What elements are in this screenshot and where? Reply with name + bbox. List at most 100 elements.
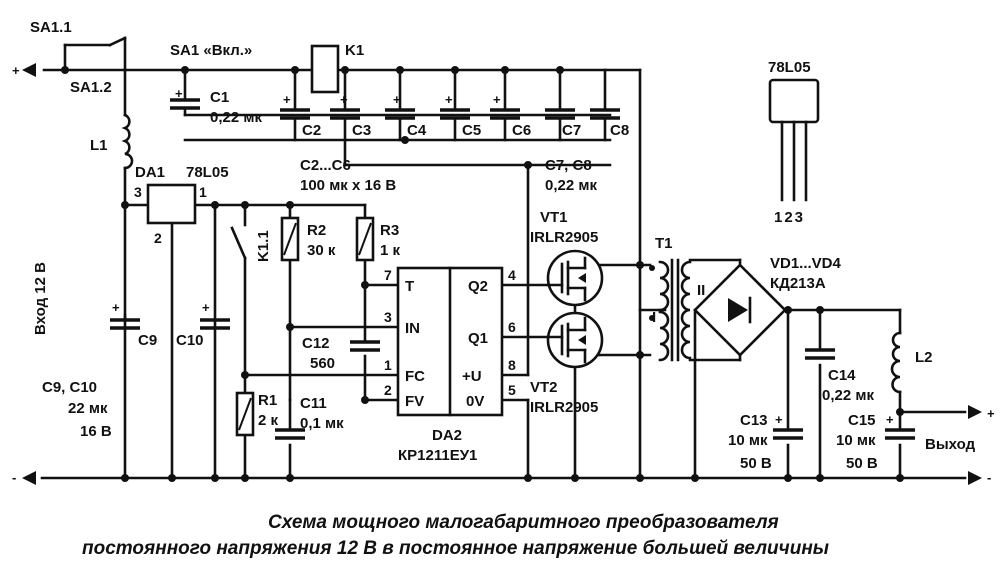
svg-text:8: 8: [508, 357, 516, 373]
svg-text:2: 2: [154, 230, 162, 246]
label-c2c6: C2...C6: [300, 157, 351, 174]
label-k1: K1: [345, 42, 364, 59]
label-c15-value1: 10 мк: [836, 432, 876, 449]
label-l2: L2: [915, 349, 933, 366]
label-c12: C12: [302, 335, 330, 352]
label-t1-winding2: II: [697, 282, 705, 299]
label-c11-value: 0,1 мк: [300, 415, 344, 432]
k11-contact: [230, 226, 247, 260]
label-t1: T1: [655, 235, 673, 252]
label-c4: C4: [407, 122, 427, 139]
svg-text:3: 3: [384, 309, 392, 325]
svg-text:Q2: Q2: [468, 278, 488, 295]
output-minus-arrow: [968, 471, 982, 485]
da2-pin-labels: T IN FC FV Q2 Q1 +U 0V 7 3 1 2 4 6 8 5: [384, 267, 516, 410]
svg-text:0V: 0V: [466, 393, 484, 410]
svg-text:+: +: [493, 92, 501, 107]
label-c3: C3: [352, 122, 371, 139]
label-c13: C13: [740, 412, 768, 429]
svg-text:5: 5: [508, 382, 516, 398]
label-c9c10: C9, C10: [42, 379, 97, 396]
label-r3: R3: [380, 222, 399, 239]
svg-text:2: 2: [384, 382, 392, 398]
label-input-minus: -: [12, 470, 16, 485]
vt2-mosfet: [546, 311, 604, 369]
label-c13-value2: 50 В: [740, 455, 772, 472]
svg-text:+: +: [445, 92, 453, 107]
label-input-12v: Вход 12 В: [32, 262, 49, 335]
input-plus-arrow: [22, 63, 36, 77]
k1-relay-coil: [310, 44, 340, 94]
svg-text:+U: +U: [462, 368, 482, 385]
label-vt1: VT1: [540, 209, 568, 226]
svg-text:IN: IN: [405, 320, 420, 337]
label-output: Выход: [925, 436, 976, 453]
label-r3-value: 1 к: [380, 242, 401, 259]
label-c13-value1: 10 мк: [728, 432, 768, 449]
da2-ic: [396, 266, 504, 417]
label-c14: C14: [828, 367, 856, 384]
svg-text:+: +: [393, 92, 401, 107]
label-vd-type: КД213А: [770, 275, 826, 292]
vd-diode-bridge: [693, 263, 787, 357]
svg-text:1: 1: [384, 357, 392, 373]
svg-text:FV: FV: [405, 393, 424, 410]
label-da2-type: КР1211ЕУ1: [398, 447, 477, 464]
da1-regulator: [146, 183, 197, 225]
svg-text:+: +: [202, 300, 210, 315]
label-r2-value: 30 к: [307, 242, 336, 259]
sa1-switch: [61, 36, 127, 74]
svg-text:+: +: [775, 412, 783, 427]
label-sa1-on: SA1 «Вкл.»: [170, 42, 252, 59]
svg-text:1: 1: [199, 184, 207, 200]
label-r2: R2: [307, 222, 326, 239]
label-output-plus: +: [987, 406, 995, 421]
label-c2c6-value: 100 мк x 16 В: [300, 177, 396, 194]
svg-text:Q1: Q1: [468, 330, 488, 347]
label-da2: DA2: [432, 427, 462, 444]
label-da1-type: 78L05: [186, 164, 229, 181]
svg-text:FC: FC: [405, 368, 425, 385]
label-output-minus: -: [987, 470, 991, 485]
vt1-mosfet: [546, 249, 604, 307]
label-c6: C6: [512, 122, 531, 139]
label-c12-value: 560: [310, 355, 335, 372]
label-c9: C9: [138, 332, 157, 349]
resistors: [235, 216, 375, 437]
svg-text:6: 6: [508, 319, 516, 335]
label-c7c8-value: 0,22 мк: [545, 177, 597, 194]
svg-text:+: +: [112, 300, 120, 315]
label-sa11: SA1.1: [30, 19, 72, 36]
label-c9c10-value1: 22 мк: [68, 400, 108, 417]
label-vd: VD1...VD4: [770, 255, 842, 272]
label-pkg-title: 78L05: [768, 59, 811, 76]
label-c10: C10: [176, 332, 204, 349]
output-filter: [773, 331, 915, 440]
caption: Схема мощного малогабаритного преобразов…: [82, 512, 829, 559]
capacitor-bank: [170, 68, 620, 167]
label-t1-winding1: I: [652, 309, 656, 326]
label-c1-value: 0,22 мк: [210, 109, 262, 126]
svg-text:+: +: [886, 412, 894, 427]
caption-line-2: постоянного напряжения 12 В в постоянное…: [82, 538, 829, 559]
c9-c10-capacitors: [110, 313, 230, 330]
label-c15: C15: [848, 412, 876, 429]
c11-c12-capacitors: [275, 340, 380, 440]
label-input-plus: +: [12, 63, 20, 78]
svg-text:+: +: [283, 92, 291, 107]
labels: SA1.1 SA1.2 SA1 «Вкл.» K1 C1 0,22 мк C2 …: [12, 19, 995, 485]
svg-text:+: +: [340, 92, 348, 107]
output-plus-arrow: [968, 405, 982, 419]
label-c9c10-value2: 16 В: [80, 423, 112, 440]
svg-text:+: +: [175, 86, 183, 101]
label-c11: C11: [300, 395, 327, 412]
svg-text:T: T: [405, 278, 414, 295]
label-c5: C5: [462, 122, 481, 139]
label-vt2: VT2: [530, 379, 558, 396]
label-r1: R1: [258, 392, 277, 409]
label-k11: K1.1: [255, 230, 272, 262]
label-pkg-pins: 123: [774, 209, 805, 226]
label-sa12: SA1.2: [70, 79, 112, 96]
label-r1-value: 2 к: [258, 412, 279, 429]
label-c1: C1: [210, 89, 229, 106]
